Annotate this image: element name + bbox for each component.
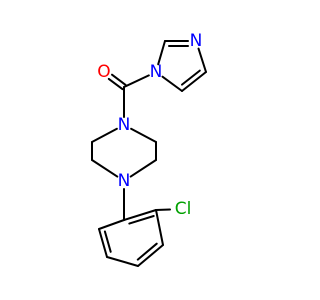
bond-imidazole-c4-imidazole-c5 bbox=[181, 71, 207, 92]
bond-imidazole-n1-imidazole-c2 bbox=[157, 40, 166, 66]
bond-carbonyl-carbon-imidazole-n1 bbox=[123, 74, 150, 88]
bond-piperazine-c6-piperazine-n1 bbox=[91, 127, 118, 143]
bond-phenyl-c5-phenyl-c6 bbox=[98, 228, 108, 258]
bond-phenyl-c2-chlorine-atom bbox=[155, 208, 171, 211]
bond-phenyl-c2-phenyl-c3 bbox=[155, 209, 164, 246]
bond-piperazine-n1-piperazine-c2 bbox=[130, 127, 157, 143]
bond-imidazole-c5-imidazole-n1 bbox=[161, 75, 183, 92]
imidazole-n3-label: N bbox=[190, 31, 203, 51]
bond-phenyl-c3-phenyl-c4 bbox=[137, 244, 164, 267]
bond-phenyl-c1-phenyl-c2 bbox=[123, 209, 157, 221]
bonds-layer bbox=[91, 40, 207, 267]
bond-phenyl-c5-phenyl-c6-inner bbox=[103, 230, 112, 253]
bond-imidazole-c4-imidazole-c5-inner bbox=[181, 69, 201, 86]
bond-imidazole-n3-imidazole-c4 bbox=[197, 47, 207, 73]
imidazole-n1-label: N bbox=[150, 62, 163, 82]
bond-piperazine-n4-piperazine-c5 bbox=[91, 159, 119, 178]
atoms-layer: O N N N N Cl bbox=[97, 31, 202, 219]
bond-phenyl-c3-phenyl-c4-inner bbox=[136, 242, 158, 261]
bond-phenyl-c1-phenyl-c2-inner bbox=[128, 215, 155, 225]
bond-carbonyl-carbon-oxygen-atom-b bbox=[107, 77, 124, 91]
bond-phenyl-c4-phenyl-c5 bbox=[106, 256, 139, 267]
bond-piperazine-c3-piperazine-n4 bbox=[129, 159, 157, 178]
chlorine-atom-label: Cl bbox=[175, 199, 192, 219]
bond-phenyl-c6-phenyl-c1 bbox=[98, 219, 125, 230]
molecule-structure: O N N N N Cl bbox=[91, 31, 207, 267]
piperazine-n1-label: N bbox=[118, 115, 131, 135]
piperazine-n4-label: N bbox=[118, 171, 131, 191]
oxygen-atom-label: O bbox=[97, 62, 110, 82]
bond-carbonyl-carbon-oxygen-atom-a bbox=[111, 73, 127, 86]
